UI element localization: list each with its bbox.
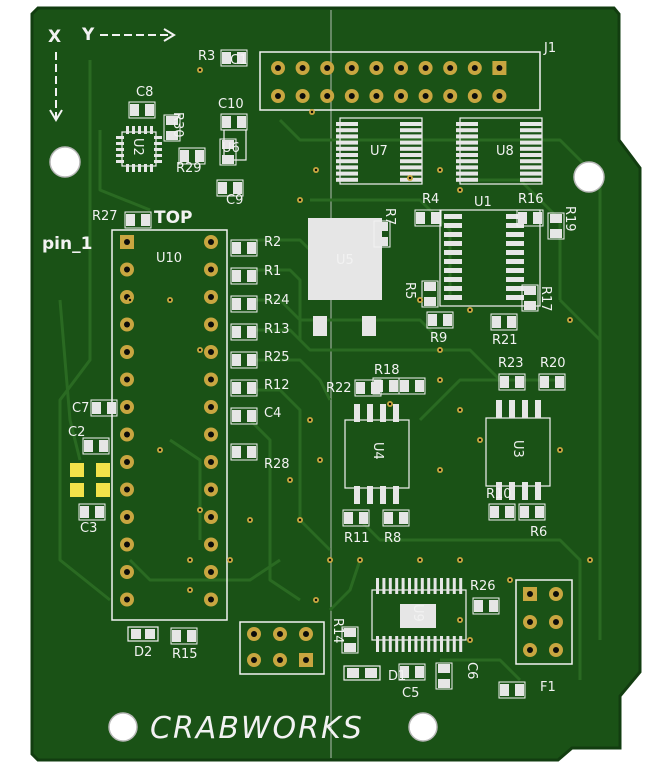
copper-traces <box>58 60 602 682</box>
ref-r24: R24 <box>264 293 290 308</box>
ref-r8: R8 <box>384 531 401 546</box>
header-2x3-left <box>239 621 325 675</box>
ref-r18: R18 <box>374 363 400 378</box>
ref-r27: R27 <box>92 209 118 224</box>
ref-r28: R28 <box>264 457 290 472</box>
ref-j1: J1 <box>543 41 556 56</box>
ref-r15: R15 <box>172 647 198 662</box>
ref-r26: R26 <box>470 579 496 594</box>
side-label: TOP <box>154 208 193 228</box>
ref-r9: R9 <box>430 331 447 346</box>
ref-c3: C3 <box>80 521 97 536</box>
ref-r2: R2 <box>264 235 281 250</box>
vias <box>127 67 593 643</box>
u4-footprint <box>344 404 410 504</box>
reference-designators: R3 C1 J1 C8 R30 C10 U2 U6 R29 C9 U7 U8 R… <box>68 41 577 701</box>
ref-u3: U3 <box>510 440 525 458</box>
ref-u4: U4 <box>370 442 385 460</box>
ref-r19: R19 <box>562 206 577 232</box>
u9-footprint <box>371 578 467 652</box>
u7-footprint <box>336 117 423 185</box>
ref-r23: R23 <box>498 356 524 371</box>
ref-c2: C2 <box>68 425 85 440</box>
ref-r7: R7 <box>382 208 397 225</box>
board-outline <box>30 6 642 762</box>
ref-d1: D1 <box>388 669 406 684</box>
ref-r6: R6 <box>530 525 547 540</box>
ref-r29: R29 <box>176 161 202 176</box>
ref-r20: R20 <box>540 356 566 371</box>
ref-c7: C7 <box>72 401 89 416</box>
ref-r17: R17 <box>538 286 553 312</box>
pin-one-label: pin_1 <box>42 234 92 254</box>
ref-c9: C9 <box>226 193 243 208</box>
u8-footprint <box>456 117 543 185</box>
u5-regulator <box>308 218 382 336</box>
ref-u2: U2 <box>130 138 145 156</box>
ref-c8: C8 <box>136 85 153 100</box>
ref-c5: C5 <box>402 686 419 701</box>
ref-u6: U6 <box>222 141 240 156</box>
ref-u9: U9 <box>410 604 425 622</box>
crystal-pads <box>70 463 110 497</box>
ref-u5: U5 <box>336 253 354 268</box>
ref-r1: R1 <box>264 264 281 279</box>
ref-r25: R25 <box>264 350 290 365</box>
ref-u1: U1 <box>474 195 492 210</box>
ref-r21: R21 <box>492 333 518 348</box>
ref-c10: C10 <box>218 97 244 112</box>
ref-u10: U10 <box>156 251 182 266</box>
ref-r16: R16 <box>518 192 544 207</box>
u2-footprint <box>116 126 162 172</box>
ref-c4: C4 <box>264 406 281 421</box>
ref-r11: R11 <box>344 531 370 546</box>
ref-u8: U8 <box>496 144 514 159</box>
ref-r30: R30 <box>170 112 185 138</box>
axis-y-label: Y <box>81 25 95 45</box>
mounting-holes <box>49 146 605 742</box>
axis-marker: X Y <box>48 25 176 122</box>
ref-f1: F1 <box>540 680 556 695</box>
diode-d1 <box>343 665 381 681</box>
header-2x3-right <box>515 579 573 665</box>
diode-d2 <box>127 626 159 642</box>
ref-r14: R14 <box>330 618 345 644</box>
axis-x-label: X <box>48 27 61 47</box>
smd-passives <box>78 49 566 699</box>
header-j1 <box>259 51 541 111</box>
ref-r10: R10 <box>486 487 512 502</box>
u3-footprint <box>485 400 551 500</box>
ref-u7: U7 <box>370 144 388 159</box>
ref-c6: C6 <box>464 662 479 679</box>
ref-r3: R3 <box>198 49 215 64</box>
ref-r12: R12 <box>264 378 290 393</box>
ref-r22: R22 <box>326 381 352 396</box>
u10-dip-footprint <box>111 229 228 621</box>
ref-r13: R13 <box>264 322 290 337</box>
ref-r4: R4 <box>422 192 439 207</box>
ref-r5: R5 <box>402 282 417 299</box>
ref-c1: C1 <box>230 53 247 68</box>
brand-label: CRABWORKS <box>150 711 364 746</box>
ref-d2: D2 <box>134 645 152 660</box>
u1-footprint <box>439 209 541 307</box>
